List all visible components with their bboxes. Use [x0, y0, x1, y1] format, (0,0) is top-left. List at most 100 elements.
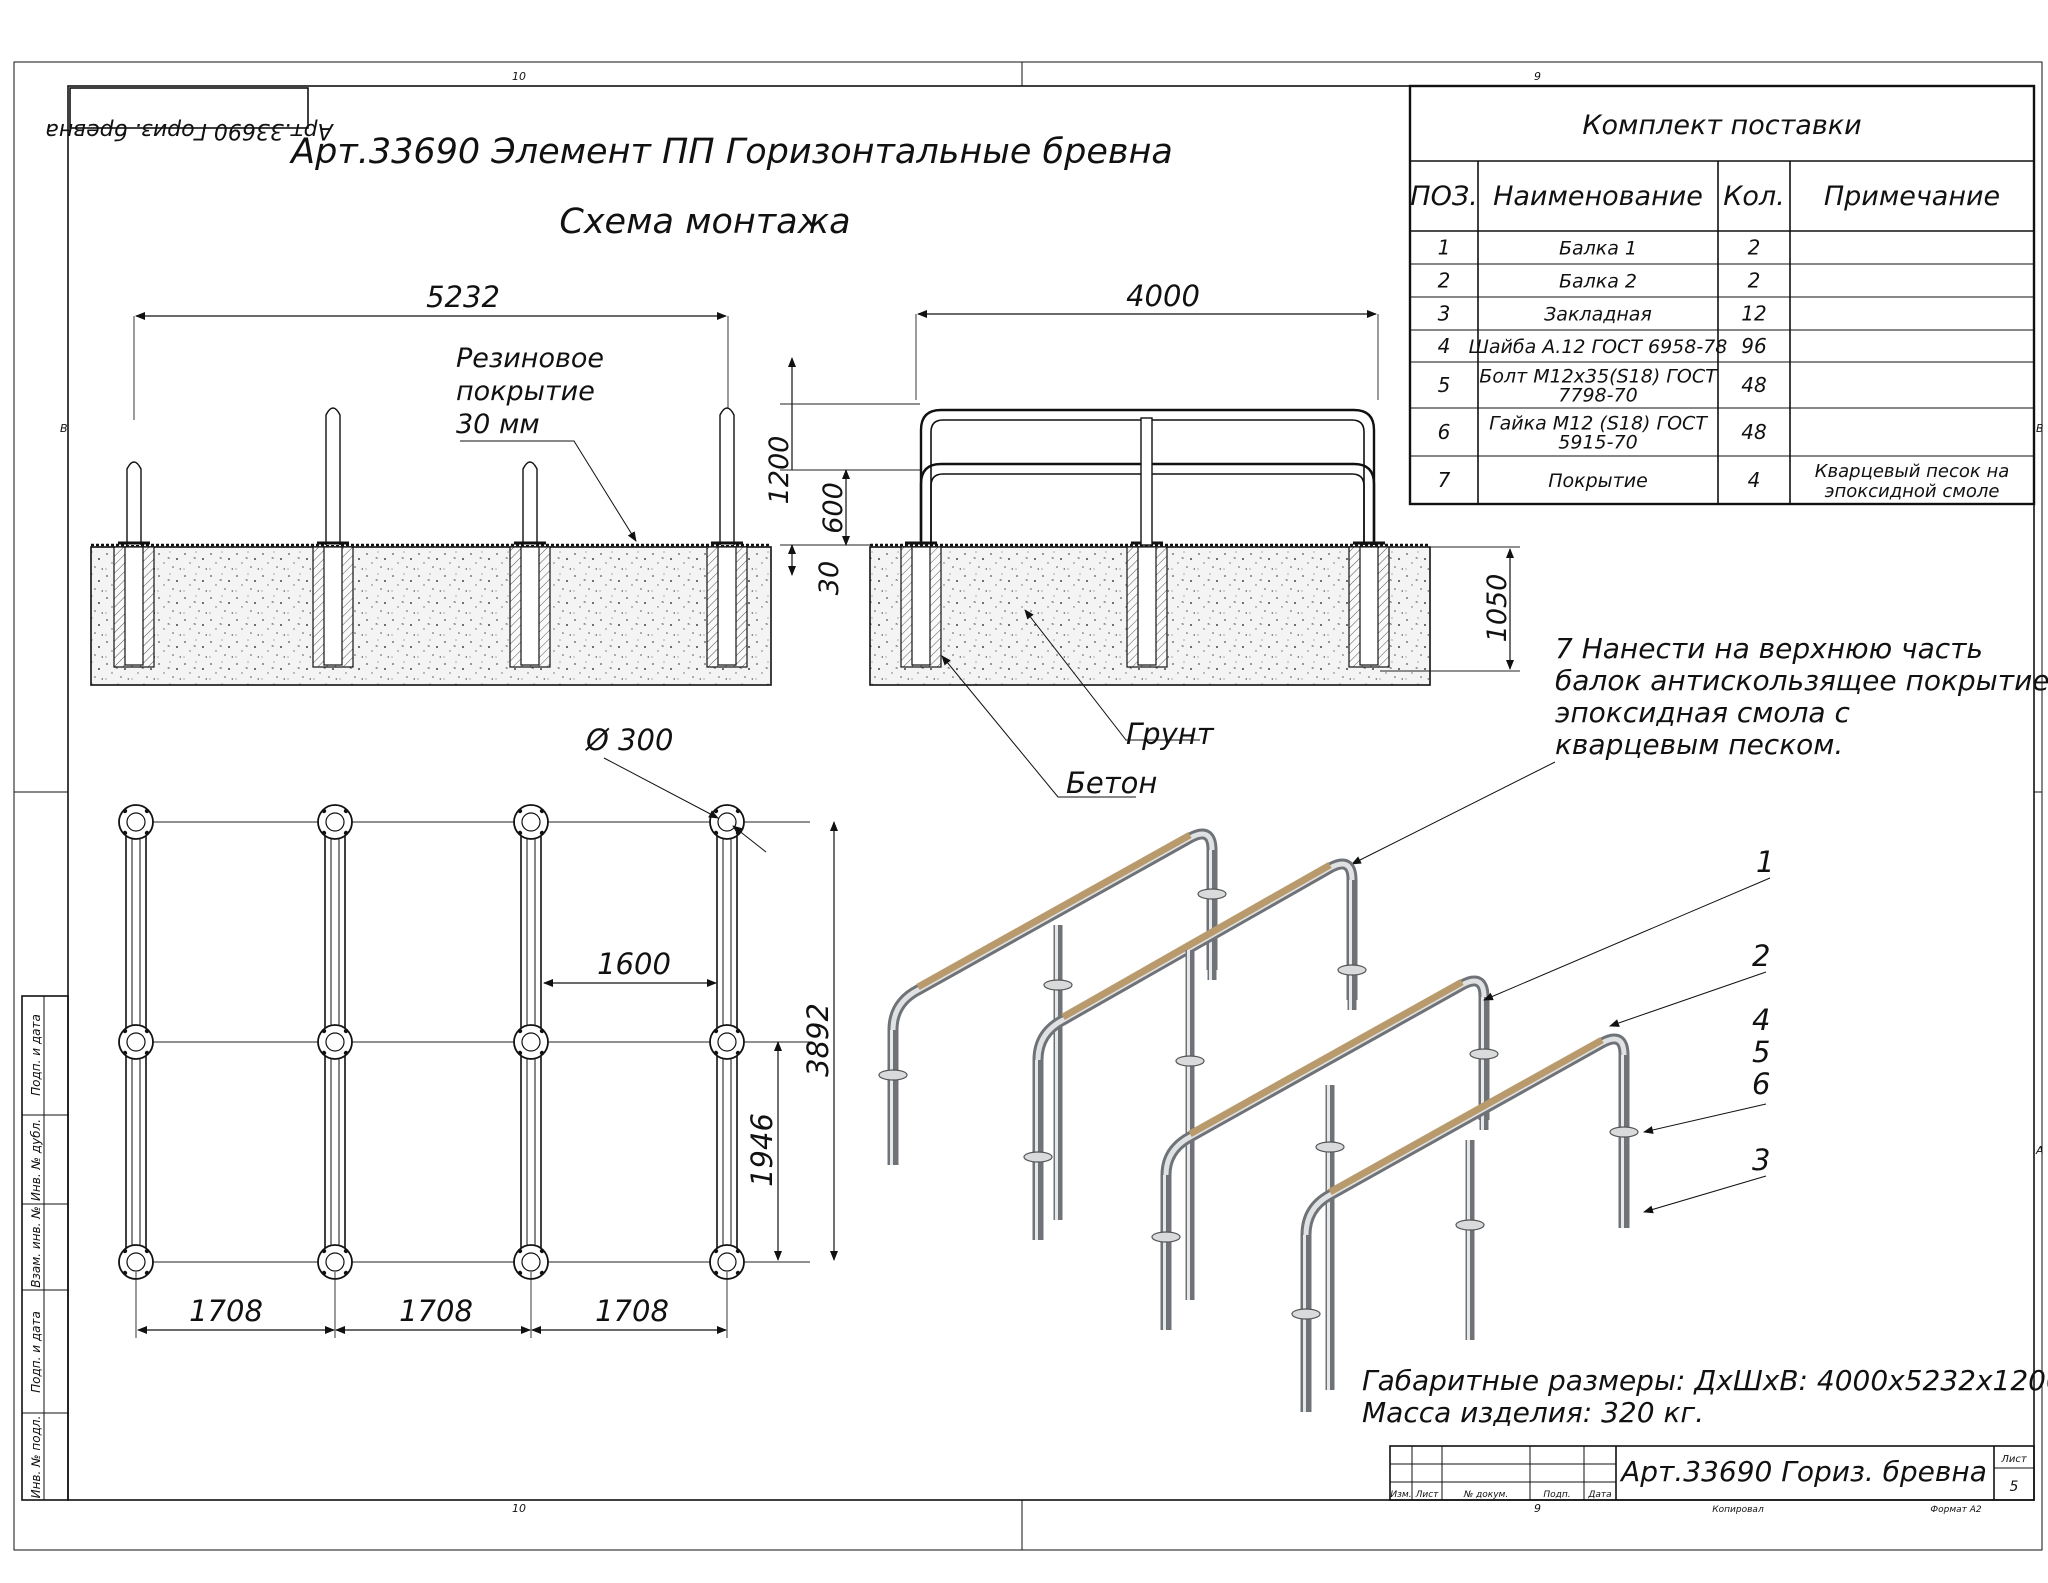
- plan-bolt: [144, 830, 150, 836]
- plan-bolt: [713, 830, 719, 836]
- callout-1: 1: [1756, 845, 1774, 879]
- plan-bolt: [343, 808, 349, 814]
- rubber-label-line3: 30 мм: [456, 409, 540, 440]
- zone-mark-top-left: 10: [512, 70, 526, 83]
- plan-bolt: [343, 1050, 349, 1056]
- spec-row-name: 7798-70: [1558, 385, 1637, 407]
- iso-flange: [1043, 979, 1073, 991]
- side-strip: Подп. и дата Инв. № дубл. Взам. инв. № П…: [21, 995, 69, 1501]
- mirrored-stamp: [69, 87, 309, 129]
- iso-flange: [1315, 1141, 1345, 1153]
- plan-bolt: [321, 1248, 327, 1254]
- plan-post: [717, 1032, 737, 1052]
- callout-4: 4: [1752, 1003, 1770, 1037]
- plan-post: [325, 1032, 345, 1052]
- iso-flange: [878, 1069, 908, 1081]
- spec-row-qty: 48: [1741, 373, 1766, 397]
- plan-bolt: [517, 1050, 523, 1056]
- rubber-label-line1: Резиновое: [456, 343, 604, 374]
- plan-flange: [709, 1024, 745, 1060]
- plan-bolt: [539, 830, 545, 836]
- zone-mark-left: В: [60, 422, 68, 435]
- plan-post: [717, 812, 737, 832]
- concrete-label: Бетон: [1066, 766, 1157, 800]
- plan-bolt: [122, 1028, 128, 1034]
- plan-bolt: [713, 808, 719, 814]
- spec-row-qty: 96: [1741, 334, 1766, 358]
- plan-flange: [513, 804, 549, 840]
- spec-row-pos: 7: [1438, 468, 1451, 492]
- callout-3: 3: [1752, 1143, 1770, 1177]
- iso-beam-highlight: [1035, 861, 1355, 1240]
- spec-row-pos: 5: [1438, 373, 1451, 397]
- outer-frame: [13, 61, 2043, 1551]
- plan-bolt: [144, 1270, 150, 1276]
- front-embed: [717, 546, 737, 666]
- callout-2: 2: [1752, 939, 1770, 973]
- plan-bolt: [539, 1050, 545, 1056]
- strip-label-1: Подп. и дата: [29, 1014, 43, 1096]
- spec-row-pos: 3: [1438, 302, 1451, 326]
- plan-bolt: [517, 1270, 523, 1276]
- iso-coating: [1328, 1036, 1604, 1196]
- mirrored-stamp-text: Арт.33690 Гориз. бревна: [45, 118, 334, 143]
- height-1200-label: 1200: [764, 436, 795, 505]
- note-line3: эпоксидная смола с: [1555, 696, 1850, 729]
- ground-label: Грунт: [1126, 717, 1215, 751]
- plan-post: [521, 1252, 541, 1272]
- tb-col-sign: Подп.: [1543, 1490, 1570, 1500]
- length-1946-label: 1946: [745, 1113, 779, 1187]
- spacing-1600-label: 1600: [597, 947, 671, 981]
- plan-post: [126, 812, 146, 832]
- plan-bolt: [539, 1248, 545, 1254]
- iso-flange: [1151, 1231, 1181, 1243]
- spec-row-pos: 4: [1438, 334, 1451, 358]
- callout-5: 5: [1752, 1035, 1770, 1069]
- plan-flange: [317, 1024, 353, 1060]
- plan-bolt: [735, 1050, 741, 1056]
- spec-row-qty: 48: [1741, 420, 1766, 444]
- spec-row-name: Балка 2: [1559, 271, 1637, 293]
- iso-flange: [1455, 1219, 1485, 1231]
- plan-bolt: [144, 808, 150, 814]
- plan-bolt: [713, 1248, 719, 1254]
- tb-col-date: Дата: [1587, 1490, 1611, 1500]
- title-block: Изм. Лист № докум. Подп. Дата Арт.33690 …: [1389, 1445, 2035, 1515]
- iso-flange: [1469, 1048, 1499, 1060]
- iso-flange: [1197, 888, 1227, 900]
- plan-bolt: [144, 1028, 150, 1034]
- tb-sheet-number: 5: [2010, 1479, 2019, 1495]
- front-embed: [520, 546, 540, 666]
- plan-bolt: [122, 830, 128, 836]
- iso-beam: [1160, 975, 1490, 1330]
- front-embed: [323, 546, 343, 666]
- height-30-label: 30: [814, 561, 845, 595]
- plan-bolt: [343, 830, 349, 836]
- spacing-label-3: 1708: [595, 1294, 669, 1328]
- tb-format: Формат А2: [1930, 1505, 1982, 1515]
- plan-bolt: [343, 1248, 349, 1254]
- iso-callouts: 1 2 4 5 6 3: [1483, 845, 1774, 1214]
- iso-flange: [1609, 1126, 1639, 1138]
- plan-bolt: [735, 1248, 741, 1254]
- inner-frame: [67, 85, 2035, 1501]
- spec-row-pos: 6: [1438, 420, 1451, 444]
- plan-post: [717, 1252, 737, 1272]
- plan-post: [521, 1032, 541, 1052]
- plan-bolt: [343, 1028, 349, 1034]
- plan-post: [126, 1252, 146, 1272]
- depth-1050-label: 1050: [1482, 574, 1513, 643]
- iso-coating: [916, 831, 1192, 991]
- front-embed: [124, 546, 144, 666]
- tb-col-rev: Изм.: [1390, 1490, 1411, 1500]
- spec-col-note: Примечание: [1824, 181, 2000, 212]
- zone-mark-right-top: В: [2036, 422, 2044, 435]
- drawing-subtitle: Схема монтажа: [559, 202, 850, 242]
- plan-bolt: [539, 1028, 545, 1034]
- iso-beam-highlight: [890, 831, 1215, 1165]
- plan-post: [126, 1032, 146, 1052]
- overall-dimensions: Габаритные размеры: ДхШхВ: 4000х5232х120…: [1362, 1364, 2048, 1397]
- strip-label-5: Инв. № подл.: [29, 1416, 43, 1499]
- zone-mark-right-bottom: А: [2035, 1144, 2044, 1157]
